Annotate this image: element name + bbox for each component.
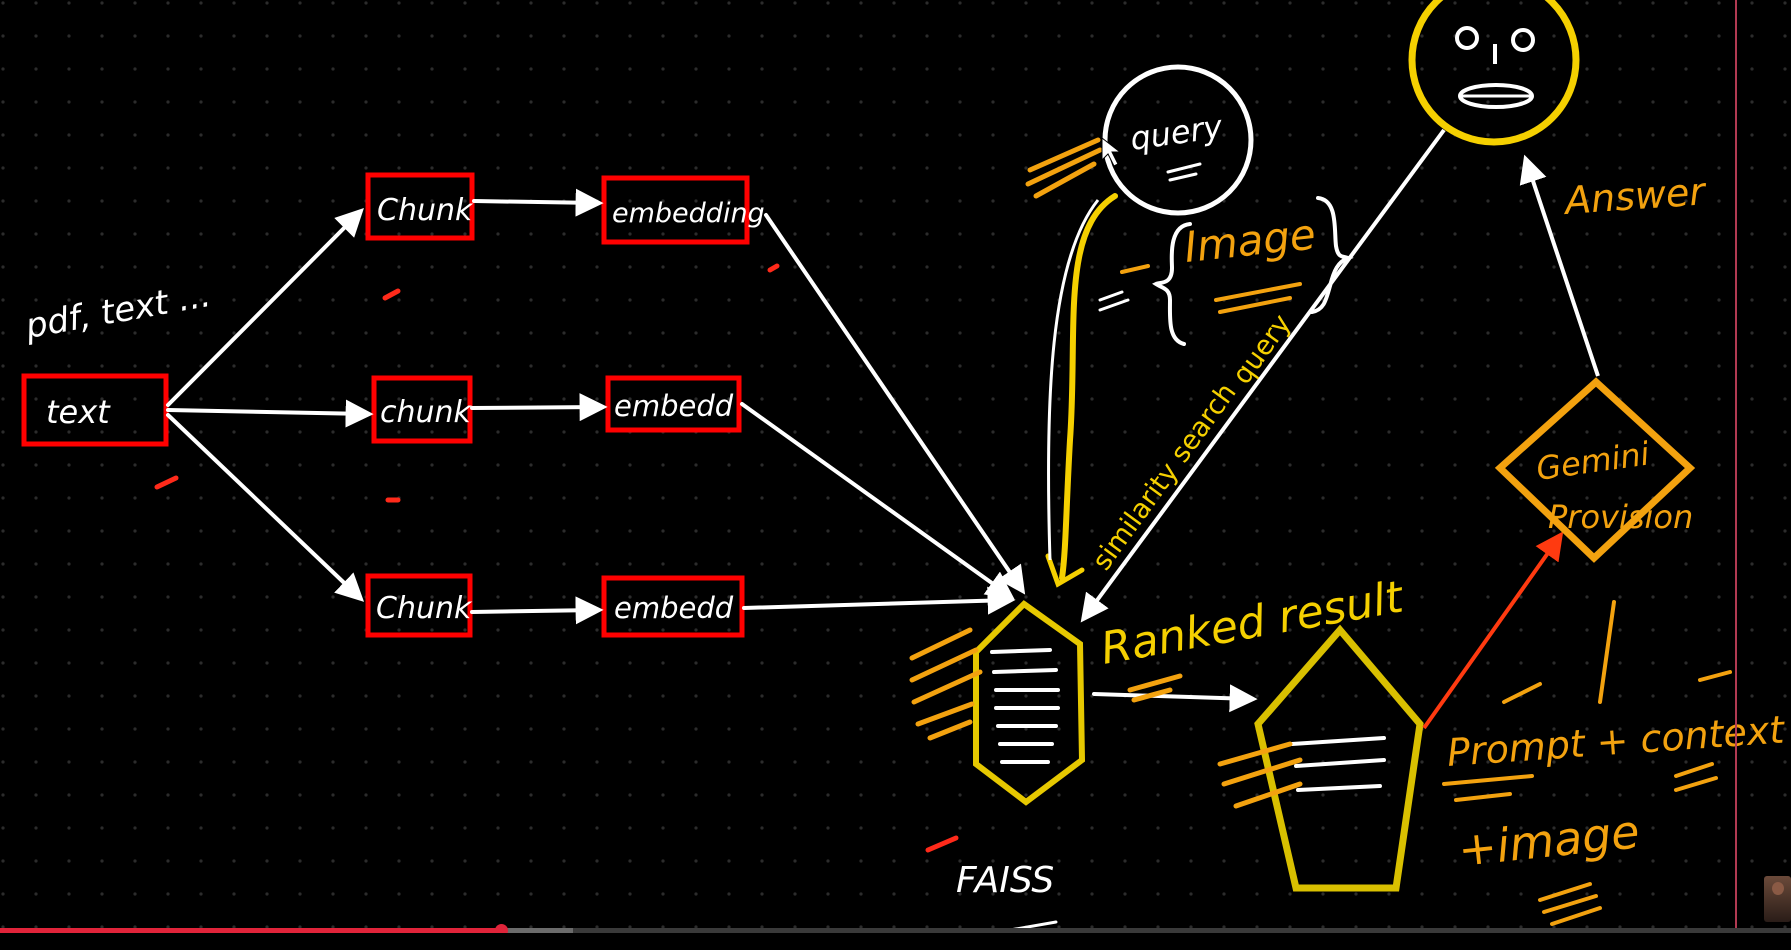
prompt-underline: [1442, 774, 1534, 802]
chunk-box-3[interactable]: [365, 573, 473, 638]
chunk-box-1[interactable]: [365, 172, 475, 241]
video-controls-strip: [0, 933, 1791, 950]
arrow-query-to-faiss-head: [1045, 553, 1085, 588]
text-box-label: text: [46, 393, 111, 431]
orange-hatch: [909, 627, 983, 741]
arrow-text-to-chunk-1: [166, 208, 364, 407]
red-tick: [382, 288, 401, 301]
chunk-box-3-label: Chunk: [376, 591, 473, 626]
orange-hatch: [1217, 741, 1303, 809]
presenter-avatar: [1764, 876, 1791, 922]
query-underline: [1166, 162, 1202, 182]
arrow-text-to-chunk-2: [166, 399, 374, 428]
arrow-faiss-to-ranked: [1092, 684, 1258, 713]
embedding-box-1-label: embedding: [612, 198, 765, 229]
image-underline: [1214, 282, 1302, 314]
ranked-underline: [1127, 673, 1183, 703]
image-bottom-underline: [1538, 882, 1602, 926]
chunk-box-2[interactable]: [371, 375, 473, 444]
image-bracket-left: [1152, 222, 1192, 346]
arrow-text-to-chunk-3: [166, 413, 365, 602]
arrow-chunk-1-to-embed-1: [472, 188, 604, 217]
arrow-embed-1-to-faiss: [764, 213, 1026, 595]
arrow-embed-3-to-faiss: [742, 586, 1016, 615]
arrow-embed-2-to-faiss: [740, 402, 1015, 600]
orange-dashes: [1674, 762, 1718, 792]
embedding-box-3[interactable]: [601, 575, 745, 638]
diamond-model-icon[interactable]: [1494, 377, 1696, 563]
face-icon: [1408, 0, 1580, 146]
red-tick: [925, 835, 959, 853]
white-curve: [1046, 199, 1100, 561]
white-dashes: [1098, 290, 1130, 312]
chunk-box-2-label: chunk: [380, 395, 473, 430]
embedding-box-2-label: embedd: [614, 389, 734, 423]
dot-grid: [0, 0, 1791, 928]
pentagon-results-icon[interactable]: [1254, 624, 1424, 892]
red-tick: [154, 475, 179, 490]
arrow-user-to-faiss: [1080, 128, 1446, 623]
right-edge-line: [1735, 0, 1737, 928]
embedding-box-3-label: embedd: [614, 591, 734, 625]
arrow-chunk-3-to-embed-3: [470, 596, 604, 625]
arrow-query-to-faiss: [1059, 193, 1118, 581]
answer-label: Answer: [1561, 169, 1709, 223]
orange-hatch: [1025, 137, 1103, 199]
orange-strokes: [1502, 600, 1732, 704]
arrow-gemini-to-user: [1519, 154, 1600, 377]
orange-dashes: [1120, 264, 1150, 274]
video-played-bar: [0, 928, 502, 933]
embedding-box-1[interactable]: [601, 175, 750, 245]
arrow-ranked-to-gemini: [1422, 531, 1564, 730]
pro-vision-label: Provision: [1548, 498, 1693, 536]
red-tick: [767, 263, 780, 273]
arrow-chunk-2-to-embed-2: [470, 393, 608, 422]
embedding-box-2[interactable]: [605, 375, 742, 433]
chunk-box-1-label: Chunk: [377, 193, 474, 228]
cursor-icon: [1101, 136, 1122, 167]
faiss-label: FAISS: [956, 860, 1054, 901]
